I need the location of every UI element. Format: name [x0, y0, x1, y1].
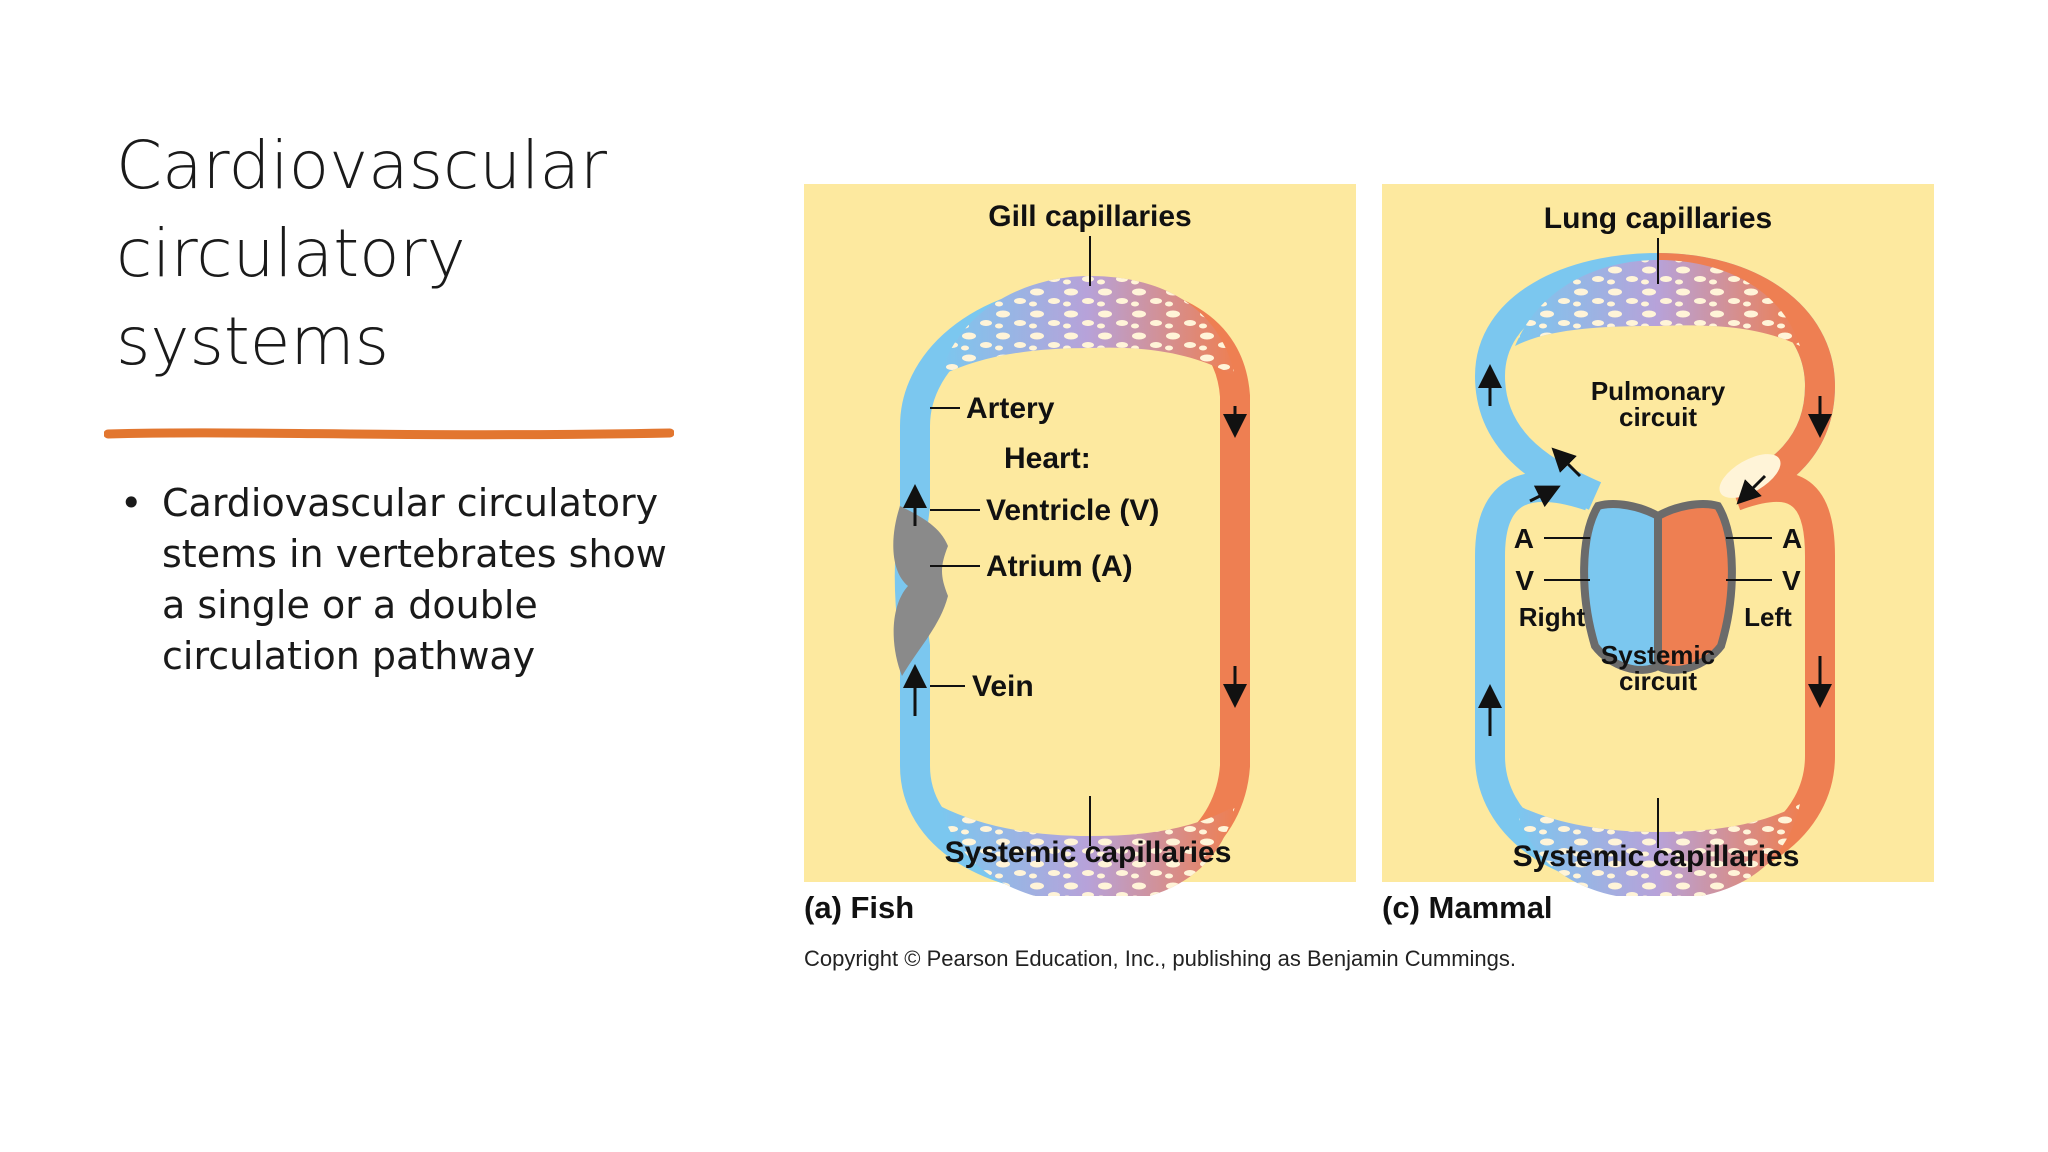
right-side-label: Right: [1519, 602, 1586, 632]
copyright-notice: Copyright © Pearson Education, Inc., pub…: [804, 946, 1517, 971]
right-ventricle-label: V: [1515, 565, 1534, 596]
mammal-heart: [1580, 454, 1781, 674]
left-atrium-label: A: [1782, 523, 1802, 554]
title-line-3: systems: [116, 303, 389, 380]
title-line-2: circulatory: [116, 215, 466, 292]
mammal-systemic-capillaries: [1515, 804, 1800, 900]
bullet-item: Cardiovascular circulatory stems in vert…: [120, 478, 680, 682]
fish-gill-capillaries: [940, 276, 1235, 376]
gill-capillaries-label: Gill capillaries: [988, 200, 1191, 233]
title-underline: [104, 428, 674, 440]
circulation-figure: Gill capillaries Artery Heart: Ventricle…: [790, 176, 1960, 925]
artery-label: Artery: [966, 392, 1055, 425]
systemic-circuit-label-2: circuit: [1619, 666, 1697, 696]
systemic-circuit-label-1: Systemic: [1601, 640, 1715, 670]
mammal-panel: Lung capillaries Pulmonary circuit A V A…: [1382, 184, 1934, 900]
left-ventricle-label: V: [1782, 565, 1801, 596]
fish-heart: [893, 506, 948, 676]
bullet-list: Cardiovascular circulatory stems in vert…: [120, 478, 680, 682]
fish-panel: Gill capillaries Artery Heart: Ventricle…: [804, 184, 1356, 904]
ventricle-label: Ventricle (V): [986, 494, 1159, 527]
pulmonary-circuit-label-2: circuit: [1619, 402, 1697, 432]
title-line-1: Cardiovascular: [116, 127, 608, 204]
fish-systemic-capillaries-label: Systemic capillaries: [945, 836, 1232, 869]
fish-caption: (a) Fish: [804, 890, 915, 925]
circulation-diagram: Gill capillaries Artery Heart: Ventricle…: [804, 184, 1934, 904]
slide-title: Cardiovascular circulatory systems: [116, 122, 716, 386]
mammal-caption: (c) Mammal: [1382, 890, 1553, 925]
lung-capillaries-label: Lung capillaries: [1544, 202, 1772, 235]
lung-capillaries: [1515, 260, 1800, 346]
heart-label: Heart:: [1004, 442, 1091, 475]
right-atrium-label: A: [1514, 523, 1534, 554]
fish-systemic-capillaries: [940, 806, 1235, 904]
atrium-label: Atrium (A): [986, 550, 1133, 583]
pulmonary-circuit-label-1: Pulmonary: [1591, 376, 1726, 406]
left-side-label: Left: [1744, 602, 1792, 632]
mammal-systemic-capillaries-label: Systemic capillaries: [1513, 840, 1800, 873]
vein-label: Vein: [972, 670, 1034, 703]
